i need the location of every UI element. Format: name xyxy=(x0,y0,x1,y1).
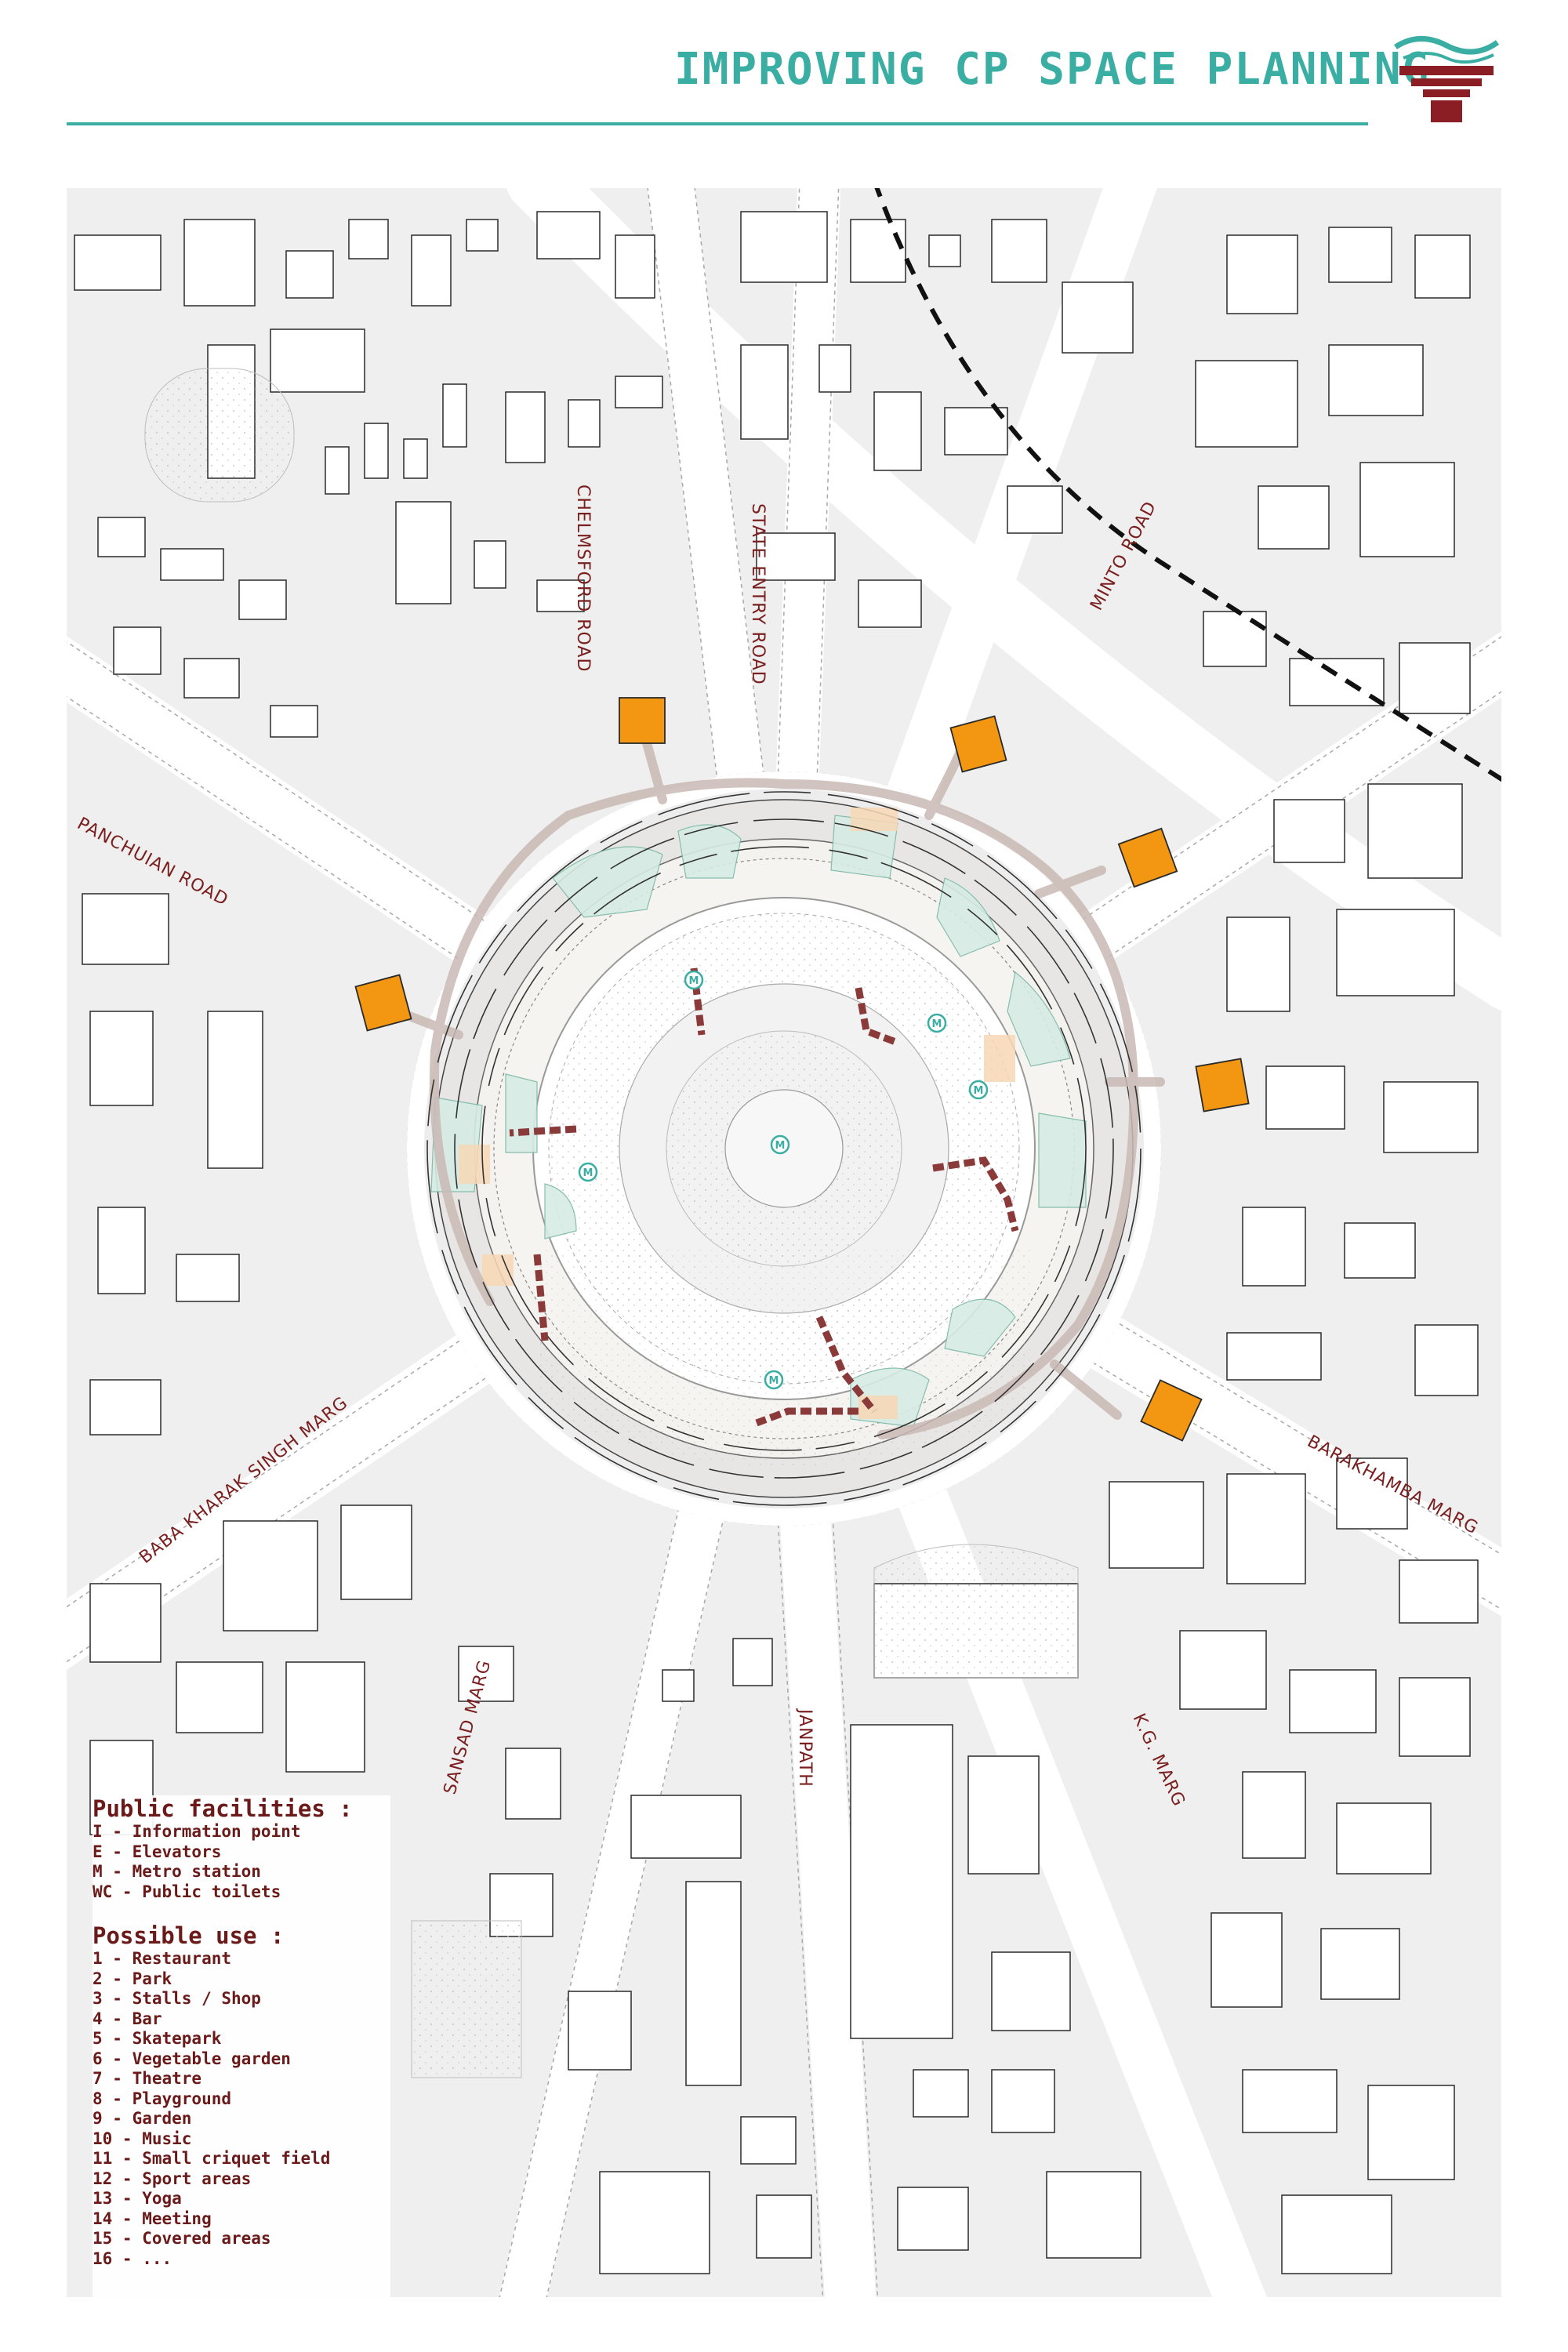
railway-line xyxy=(874,188,1501,782)
legend-item: E - Elevators xyxy=(93,1842,222,1861)
legend-item: 16 - ... xyxy=(93,2249,172,2268)
metro-symbol: M xyxy=(769,1375,779,1387)
legend-item: 2 - Park xyxy=(93,1969,172,1988)
building-blocks xyxy=(74,211,1479,2274)
legend-item: 5 - Skatepark xyxy=(93,2029,222,2048)
metro-icon: M xyxy=(684,970,704,990)
legend-facilities-title: Public facilities : xyxy=(93,1795,353,1822)
legend-item: 4 - Bar xyxy=(93,2009,162,2028)
metro-icon: M xyxy=(927,1013,947,1033)
elevated-walkway xyxy=(372,724,1165,1439)
metro-symbol: M xyxy=(932,1018,942,1030)
access-point-chelmsford xyxy=(619,697,666,744)
column-capital-logo-icon xyxy=(1394,36,1500,122)
metro-symbol: M xyxy=(775,1140,786,1152)
legend-item: 3 - Stalls / Shop xyxy=(93,1989,261,2008)
map-legend: Public facilities : I - Information poin… xyxy=(93,1795,390,2297)
metro-station-markers: M M M M M M xyxy=(578,970,989,1390)
legend-item: 10 - Music xyxy=(93,2129,192,2148)
legend-item: 13 - Yoga xyxy=(93,2189,182,2208)
metro-symbol: M xyxy=(974,1085,984,1097)
road-label-chelmsford: CHELMSFORD ROAD xyxy=(573,485,593,672)
legend-uses-list: 1 - Restaurant 2 - Park 3 - Stalls / Sho… xyxy=(93,1949,390,2269)
title-underline xyxy=(67,122,1368,125)
legend-item: 15 - Covered areas xyxy=(93,2229,271,2248)
page-header: IMPROVING CP SPACE PLANNING xyxy=(0,0,1568,157)
page-title: IMPROVING CP SPACE PLANNING xyxy=(674,44,1431,95)
legend-item: 6 - Vegetable garden xyxy=(93,2049,291,2068)
access-point-east xyxy=(1195,1058,1250,1112)
legend-item: I - Information point xyxy=(93,1822,301,1841)
road-label-janpath: JANPATH xyxy=(795,1708,815,1788)
metro-icon: M xyxy=(578,1162,598,1182)
site-plan-map: M M M M M M CHELMSFORD ROAD STATE ENTRY … xyxy=(67,188,1501,2297)
legend-item: 9 - Garden xyxy=(93,2109,192,2128)
legend-item: WC - Public toilets xyxy=(93,1882,281,1901)
metro-symbol: M xyxy=(689,975,699,987)
legend-item: 12 - Sport areas xyxy=(93,2169,252,2188)
legend-uses-title: Possible use : xyxy=(93,1922,285,1949)
road-label-state-entry: STATE ENTRY ROAD xyxy=(748,503,768,685)
metro-icon: M xyxy=(764,1370,784,1390)
legend-facilities-list: I - Information point E - Elevators M - … xyxy=(93,1822,390,1902)
legend-item: M - Metro station xyxy=(93,1862,261,1881)
park-areas xyxy=(144,368,1079,2078)
underground-connections xyxy=(509,967,1019,1427)
access-point-minto xyxy=(1117,827,1178,888)
legend-item: 8 - Playground xyxy=(93,2089,232,2108)
metro-icon: M xyxy=(770,1134,790,1155)
access-points xyxy=(354,697,1250,1442)
legend-item: 7 - Theatre xyxy=(93,2069,202,2088)
legend-item: 1 - Restaurant xyxy=(93,1949,232,1968)
metro-symbol: M xyxy=(583,1167,593,1179)
metro-icon: M xyxy=(968,1080,989,1100)
legend-item: 11 - Small criquet field xyxy=(93,2149,331,2168)
access-point-panchuian xyxy=(354,974,412,1032)
access-point-state-entry xyxy=(949,715,1007,773)
building-rings xyxy=(426,791,1142,1506)
legend-item: 14 - Meeting xyxy=(93,2209,212,2228)
access-point-barakhamba xyxy=(1140,1379,1203,1442)
